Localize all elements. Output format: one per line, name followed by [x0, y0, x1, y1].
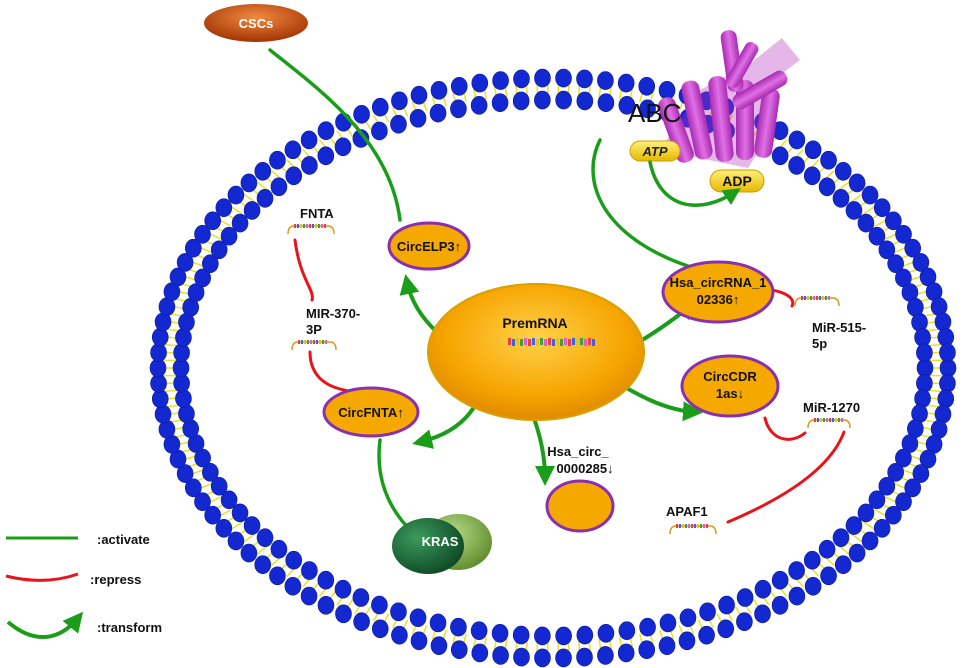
- atp-pill: [629, 140, 681, 162]
- circcdr-label-1: CircCDR: [703, 369, 757, 384]
- premrna-strand-icon: [508, 338, 595, 346]
- hsa-circ-0000285-node: [545, 479, 615, 533]
- hsa-circrna-102336-node: [661, 260, 775, 324]
- edge-circfnta-kras: [377, 438, 414, 534]
- legend-transform-arrow: [6, 611, 84, 639]
- hsa-circ-label-1: Hsa_circ_: [547, 444, 609, 459]
- edge-cscs-circelp3: [268, 48, 402, 222]
- cell-membrane: [149, 68, 957, 668]
- edge-atp-adp: [648, 160, 741, 207]
- mir370-strand-icon: [291, 340, 337, 351]
- edge-mir1270-apaf1: [726, 430, 846, 524]
- mir515-label-2: 5p: [812, 336, 827, 351]
- legend-transform-label: :transform: [97, 620, 162, 635]
- legend: :activate :repress :transform: [5, 532, 162, 639]
- mir515-label-1: MiR-515-: [812, 320, 866, 335]
- cscs-label: CSCs: [239, 16, 274, 31]
- circfnta-label: CircFNTA↑: [338, 405, 403, 420]
- circfnta-node: [322, 386, 420, 438]
- mir515-strand-icon: [794, 296, 840, 307]
- edge-fnta-mir370: [293, 238, 314, 302]
- legend-repress-label: :repress: [90, 572, 141, 587]
- mir1270-strand-icon: [807, 418, 851, 429]
- abc-label: ABC: [628, 98, 681, 128]
- adp-label: ADP: [722, 173, 752, 189]
- hsa-circrna-label-1: Hsa_circRNA_1: [670, 275, 767, 290]
- circelp3-label: CircELP3↑: [397, 239, 461, 254]
- hsa-circrna-label-2: 02336↑: [697, 292, 740, 307]
- circelp3-node: [387, 221, 471, 271]
- kras-label: KRAS: [422, 534, 459, 549]
- hsa-circ-label-2: 0000285↓: [556, 461, 613, 476]
- apaf1-strand-icon: [669, 524, 717, 535]
- circcdr-label-2: 1as↓: [716, 386, 744, 401]
- atp-label: ATP: [641, 144, 667, 159]
- legend-activate-label: :activate: [97, 532, 150, 547]
- edge-abc-hsa-circrna: [591, 138, 702, 272]
- cscs-node: [204, 4, 308, 42]
- edge-mir370-circfnta: [308, 350, 357, 394]
- premrna-label: PremRNA: [502, 315, 567, 331]
- circcdr1as-node: [680, 354, 780, 418]
- legend-repress-line: [5, 572, 79, 582]
- mir370-label-1: MIR-370-: [306, 306, 360, 321]
- kras-icon: [392, 514, 492, 574]
- fnta-strand-icon: [287, 224, 335, 235]
- mir1270-label: MiR-1270: [803, 400, 860, 415]
- premrna-nucleus: [427, 283, 645, 421]
- edge-circcdr-mir1270: [763, 416, 807, 441]
- mir370-label-2: 3P: [306, 322, 322, 337]
- apaf1-label: APAF1: [666, 504, 708, 519]
- abc-transporter-icon: [658, 30, 800, 168]
- fnta-label: FNTA: [300, 206, 334, 221]
